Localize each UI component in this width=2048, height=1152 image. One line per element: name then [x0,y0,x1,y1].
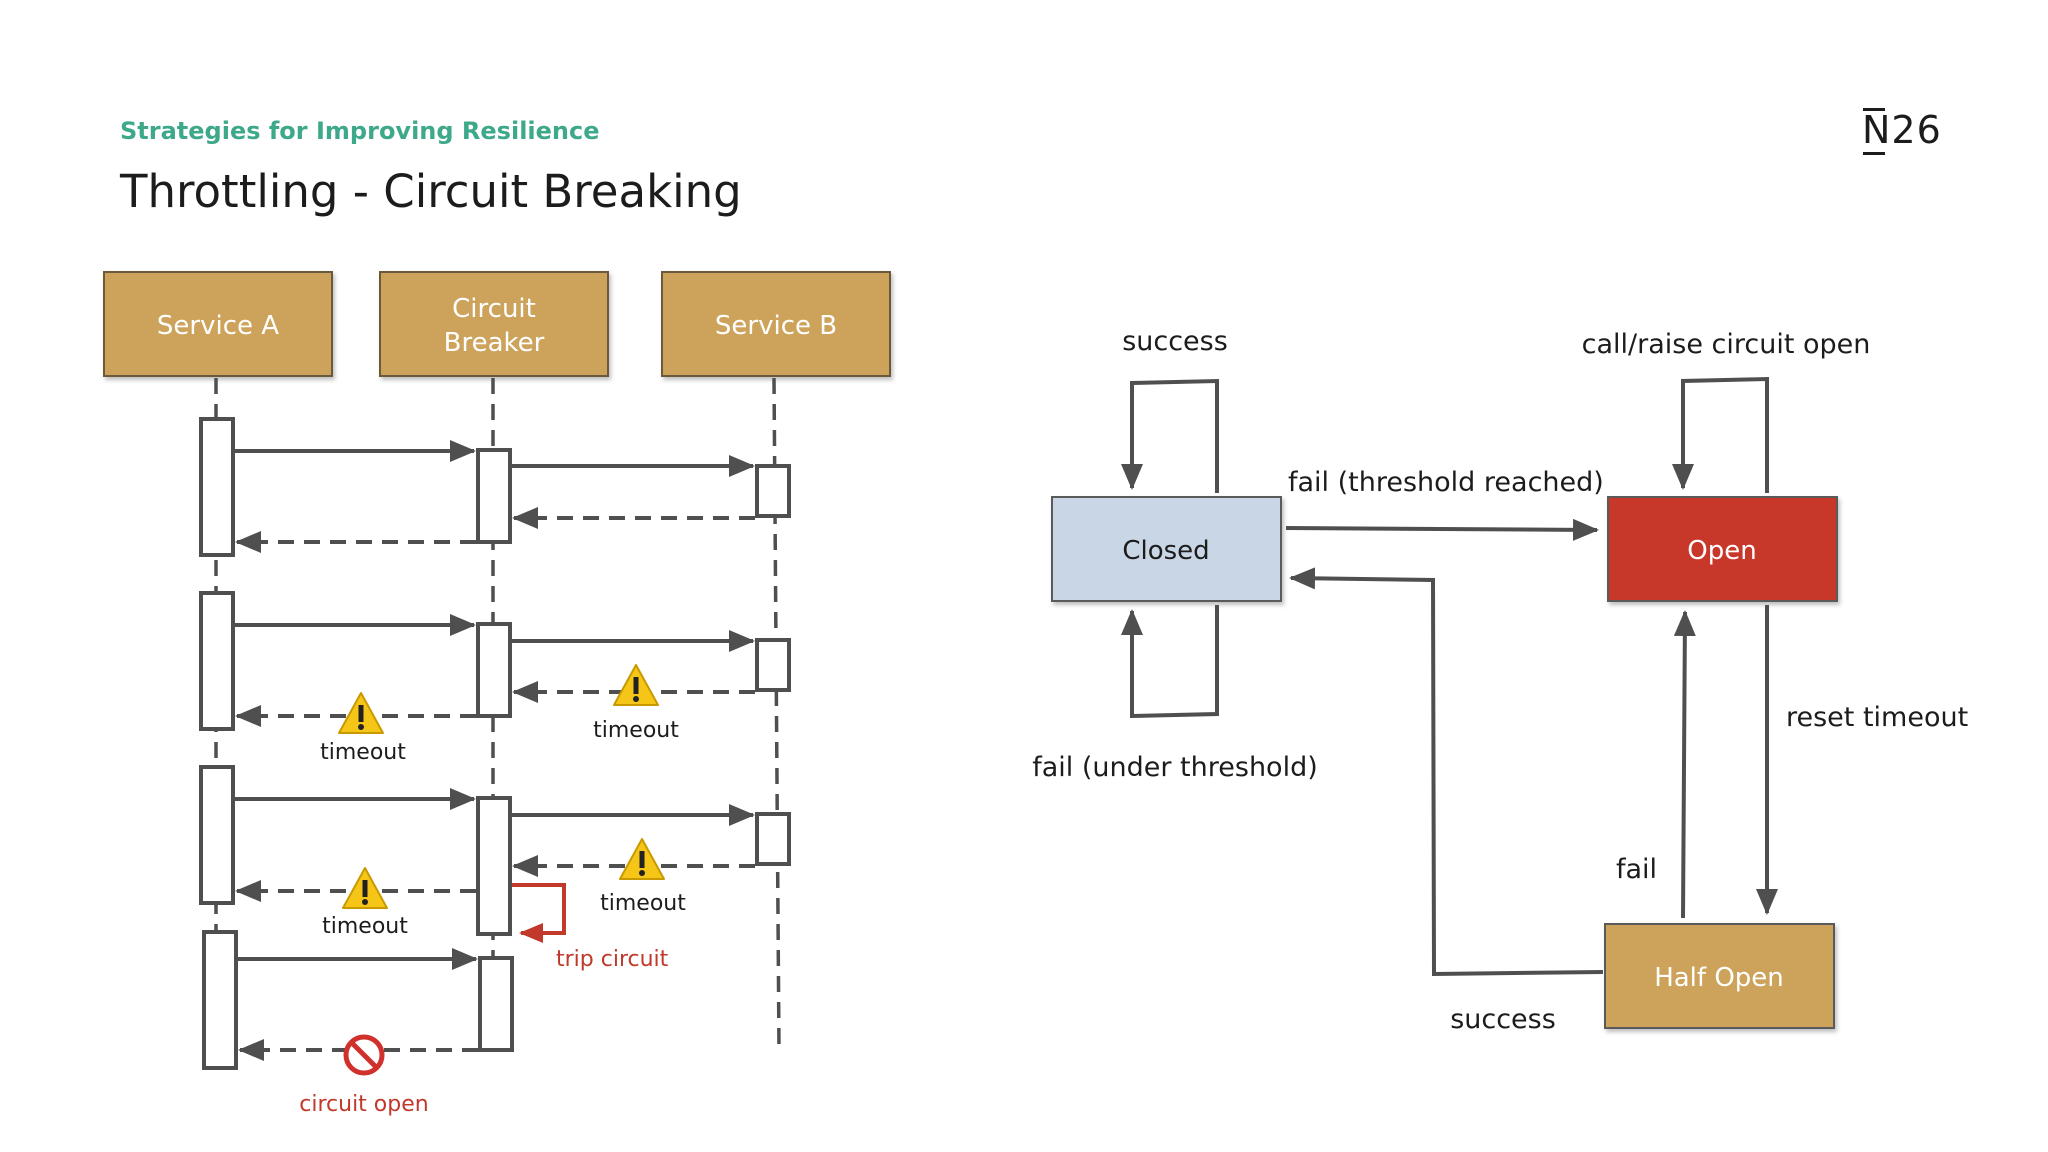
activation-cb-2 [476,622,512,718]
label-success-loop: success [1122,326,1228,357]
participant-circuit-breaker: Circuit Breaker [379,271,609,377]
label-reset-timeout: reset timeout [1786,702,1968,733]
slide-title: Throttling - Circuit Breaking [120,165,742,218]
activation-b-2 [755,638,791,692]
label-call-raise-circuit-open: call/raise circuit open [1582,329,1871,360]
logo-bar-top [1863,108,1885,111]
label-fail-threshold-reached: fail (threshold reached) [1288,467,1604,498]
warning-icon [619,838,665,880]
state-open-label: Open [1687,536,1756,566]
state-half-open-label: Half Open [1654,963,1784,993]
state-closed: Closed [1051,496,1282,602]
activation-a-2 [199,591,235,731]
trip-circuit-arrow [512,883,566,943]
trip-circuit-label: trip circuit [556,947,669,972]
transition-closed-to-open [1285,518,1599,541]
participant-service-b-label: Service B [715,311,837,341]
label-fail: fail [1616,854,1657,885]
participant-circuit-breaker-line1: Circuit [452,294,536,324]
slide-subtitle: Strategies for Improving Resilience [120,117,600,145]
activation-b-3 [755,812,791,866]
activation-a-3 [199,765,235,905]
label-success-return: success [1450,1004,1556,1035]
participant-service-a: Service A [103,271,333,377]
activation-b-1 [755,464,791,518]
label-fail-under-threshold: fail (under threshold) [1032,752,1318,783]
transition-closed-success-loop [1121,378,1219,493]
logo-bar-bottom [1863,152,1885,155]
circuit-open-label: circuit open [299,1092,428,1117]
blocked-icon [343,1034,385,1076]
activation-cb-4 [478,956,514,1052]
participant-service-a-label: Service A [157,311,279,341]
logo-text: N26 [1862,108,1942,152]
timeout-label: timeout [322,914,408,939]
activation-cb-1 [476,448,512,544]
state-open: Open [1607,496,1838,602]
state-half-open: Half Open [1604,923,1835,1029]
participant-circuit-breaker-line2: Breaker [444,328,545,358]
transition-open-loop [1672,376,1769,493]
activation-a-4 [202,930,238,1070]
warning-icon [342,867,388,909]
timeout-label: timeout [593,718,679,743]
timeout-label: timeout [600,891,686,916]
n26-logo: N26 [1862,108,1942,155]
transition-half-open-to-open [1673,610,1696,919]
state-closed-label: Closed [1122,536,1209,566]
activation-a-1 [199,417,235,557]
warning-icon [338,692,384,734]
transition-closed-fail-loop [1121,605,1219,719]
warning-icon [613,664,659,706]
participant-service-b: Service B [661,271,891,377]
transition-half-open-to-closed [1289,567,1604,977]
timeout-label: timeout [320,740,406,765]
activation-cb-3 [476,796,512,936]
